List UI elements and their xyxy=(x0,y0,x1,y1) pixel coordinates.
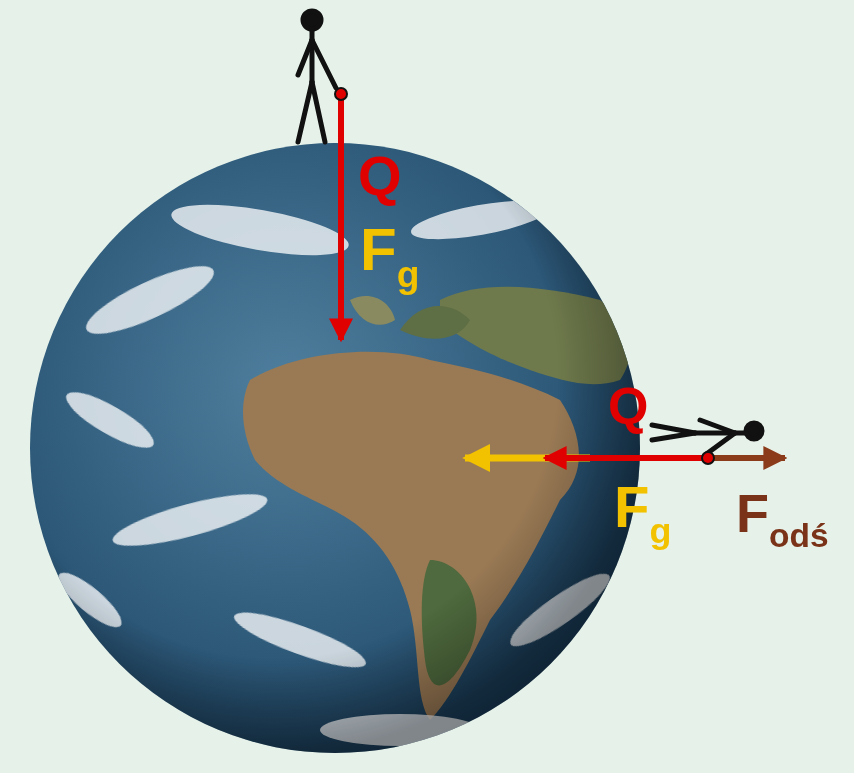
weight-origin xyxy=(335,88,347,100)
standing-person xyxy=(298,11,336,142)
force-label: Q xyxy=(358,148,402,204)
earth xyxy=(30,143,640,753)
force-label: Fg xyxy=(360,220,419,280)
weight-origin xyxy=(702,452,714,464)
lying-person xyxy=(652,420,762,455)
force-label: Fodś xyxy=(736,486,829,540)
force-label: Fg xyxy=(614,478,671,536)
weight-arrow xyxy=(338,95,344,340)
force-label: Q xyxy=(608,380,648,432)
weight-arrow xyxy=(545,455,706,461)
centrifugal-arrow xyxy=(710,455,785,461)
